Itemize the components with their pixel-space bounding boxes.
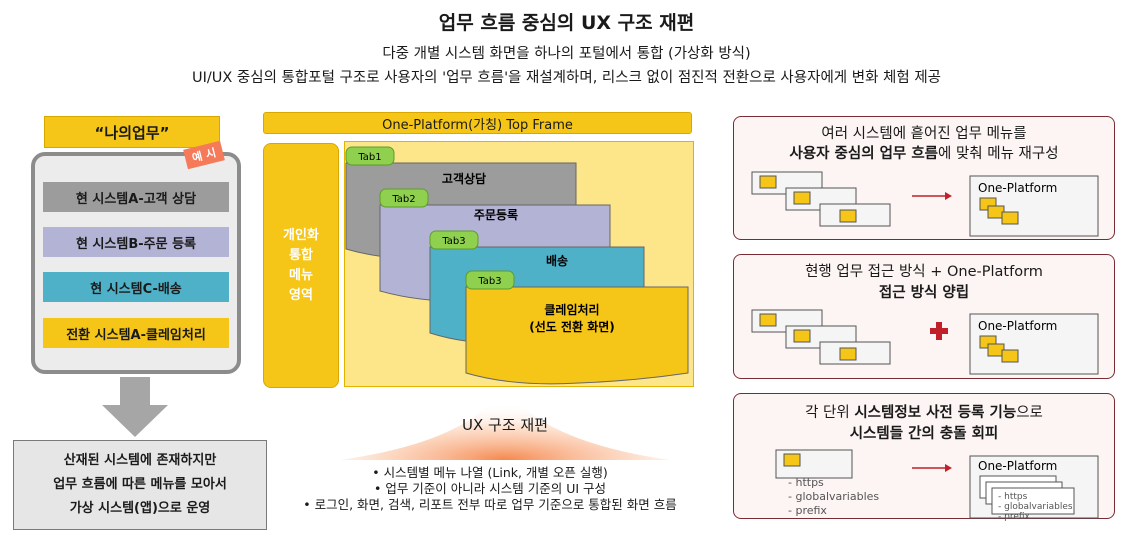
tab-3-label: Tab3	[441, 236, 465, 247]
plus-icon	[930, 322, 948, 340]
panel3-line1-bold: 시스템정보 사전 등록 기능	[854, 405, 1017, 421]
panel3-diagram: - https - globalvariables - prefix One-P…	[775, 449, 1099, 522]
bullet-1: • 시스템별 메뉴 나열 (Link, 개별 오픈 실행)	[372, 465, 608, 480]
system-item-d: 전환 시스템A-클레임처리	[43, 318, 229, 348]
panel1-line2: 사용자 중심의 업무 흐름에 맞춰 메뉴 재구성	[733, 142, 1115, 163]
panel3-item-prefix: - prefix	[788, 504, 827, 517]
my-work-label: “나의업무”	[44, 116, 220, 148]
panel1-line2-bold: 사용자 중심의 업무 흐름	[789, 146, 938, 162]
system-item-a: 현 시스템A-고객 상담	[43, 182, 229, 212]
panel3-line1-pre: 각 단위	[805, 405, 855, 421]
panel3-line1: 각 단위 시스템정보 사전 등록 기능으로	[733, 401, 1115, 422]
top-frame-bar: One-Platform(가칭) Top Frame	[263, 112, 692, 134]
sheet-4-title: 클레임처리	[544, 302, 599, 317]
down-arrow-icon	[102, 377, 168, 437]
panel2-line1: 현행 업무 접근 방식 + One-Platform	[805, 264, 1043, 280]
bottom-line-3: 가상 시스템(앱)으로 운영	[69, 501, 211, 516]
bullet-2: • 업무 기준이 아니라 시스템 기준의 UI 구성	[373, 481, 607, 496]
panel1-platform-label: One-Platform	[978, 181, 1057, 195]
sheet-claim	[465, 286, 689, 385]
tab-2	[379, 188, 429, 208]
panel2-line2: 접근 방식 양립	[733, 281, 1115, 302]
side-menu-line-1: 개인화	[283, 227, 319, 243]
subtitle-2: UI/UX 중심의 통합포털 구조로 사용자의 '업무 흐름'을 재설계하며, …	[191, 70, 941, 86]
side-menu-area: 개인화 통합 메뉴 영역	[263, 143, 339, 388]
tab-4-label: Tab3	[477, 276, 501, 287]
tab-3	[429, 230, 479, 250]
bottom-line-1: 산재된 시스템에 존재하지만	[63, 453, 217, 468]
panel3-platform-label: One-Platform	[978, 459, 1057, 473]
page-title: 업무 흐름 중심의 UX 구조 재편	[438, 12, 695, 34]
panel3-item-https: - https	[788, 476, 824, 489]
panel2-line2-bold: 접근 방식 양립	[878, 285, 970, 301]
bullet-3: • 로그인, 화면, 검색, 리포트 전부 따로 업무 기준으로 통합된 화면 …	[303, 497, 677, 512]
panel3-line2-bold: 시스템들 간의 충돌 회피	[849, 426, 999, 442]
sheet-2-title: 주문등록	[474, 207, 518, 222]
panel3-item-globalvariables: - globalvariables	[788, 490, 879, 503]
panel2-platform-label: One-Platform	[978, 319, 1057, 333]
sheet-3-title: 배송	[546, 253, 568, 268]
tab-1-label: Tab1	[357, 152, 381, 163]
system-item-c: 현 시스템C-배송	[43, 272, 229, 302]
panel3-line1-post: 으로	[1016, 405, 1043, 421]
sheet-4-subtitle: (선도 전환 화면)	[529, 319, 615, 334]
virtual-app-box: 산재된 시스템에 존재하지만 업무 흐름에 따른 메뉴를 모아서 가상 시스템(…	[13, 440, 267, 530]
tab-2-label: Tab2	[391, 194, 415, 205]
panel1-line1: 여러 시스템에 흩어진 업무 메뉴를	[821, 126, 1027, 142]
side-menu-line-4: 영역	[289, 287, 313, 303]
tab-4	[465, 270, 515, 290]
ux-restructure-label: UX 구조 재편	[462, 416, 548, 434]
panel3-platform-item-globalvariables: - globalvariables	[998, 502, 1073, 512]
panel3-platform-item-https: - https	[998, 492, 1028, 502]
tab-stack: Tab1 고객상담 Tab2 주문등록 Tab3 배송 Tab3 클레임처리 (…	[345, 146, 689, 385]
panel3-line2: 시스템들 간의 충돌 회피	[733, 422, 1115, 443]
bottom-line-2: 업무 흐름에 따른 메뉴를 모아서	[53, 477, 227, 492]
system-item-b: 현 시스템B-주문 등록	[43, 227, 229, 257]
panel1-line2-rest: 에 맞춰 메뉴 재구성	[938, 146, 1059, 162]
tab-1	[345, 146, 395, 166]
subtitle-1: 다중 개별 시스템 화면을 하나의 포털에서 통합 (가상화 방식)	[382, 46, 751, 62]
side-menu-line-2: 통합	[289, 247, 313, 263]
ux-glow-shape	[340, 380, 670, 460]
panel1-diagram: One-Platform	[751, 171, 1099, 237]
panel2-diagram: One-Platform	[751, 309, 1099, 375]
panel3-platform-item-prefix: - prefix	[998, 512, 1031, 522]
sheet-1-title: 고객상담	[442, 171, 486, 186]
side-menu-line-3: 메뉴	[289, 267, 313, 283]
